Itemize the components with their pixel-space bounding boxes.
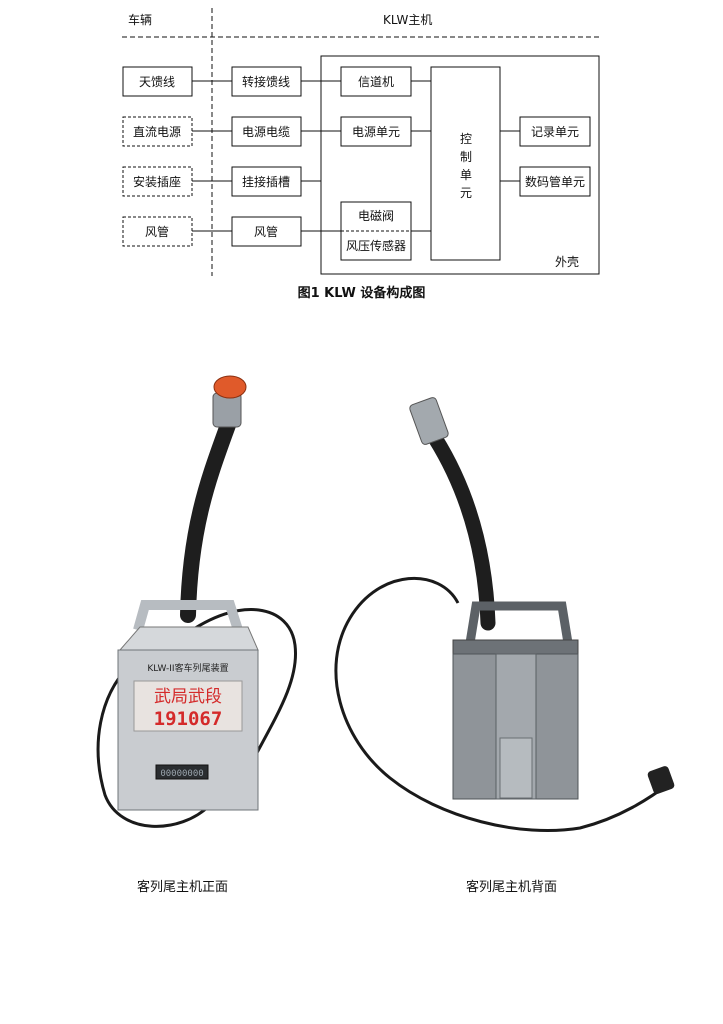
front-fitting-cap [213,375,247,399]
photo-host-back [334,397,675,832]
label-adapter-feeder: 转接馈线 [242,74,290,89]
label-control-4: 元 [460,186,472,200]
box-record-unit [519,116,591,147]
front-plate-title: KLW-II客车列尾装置 [147,662,228,674]
photo-host-front: KLW-II客车列尾装置 武局武段 191067 00000000 [96,375,298,828]
back-hose-fitting [409,397,449,445]
box-air-pipe-vehicle [122,216,193,247]
front-body-top [118,626,259,651]
label-control-3: 单 [460,168,472,182]
front-handle [133,600,243,632]
label-control-2: 制 [460,150,472,164]
label-power-cable: 电源电缆 [242,125,290,139]
box-power-unit [340,116,412,147]
back-slot-recess [499,737,533,799]
caption-host-back: 客列尾主机背面 [466,880,558,895]
box-mount-socket [122,166,193,197]
front-display-line2: 191067 [154,708,223,730]
header-klw-host: KLW主机 [383,13,432,27]
box-dc-power [122,116,193,147]
box-control-unit [430,66,501,261]
box-channel-radio [340,66,412,97]
front-display-line1: 武局武段 [154,687,222,707]
shell-label: 外壳 [555,255,579,269]
label-mount-socket: 安装插座 [133,174,181,189]
label-solenoid-valve: 电磁阀 [358,208,394,223]
label-digit-display-unit: 数码管单元 [525,174,585,189]
label-antenna-feeder: 天馈线 [139,75,175,89]
label-power-unit: 电源单元 [352,125,400,139]
back-power-plug [647,766,675,794]
back-air-hose [427,430,496,631]
label-control-1: 控 [460,132,472,146]
front-lcd-window [155,764,209,780]
back-body-top [452,639,579,655]
front-lcd-digits: 00000000 [160,769,203,779]
label-hook-slot: 挂接插槽 [242,174,290,189]
label-record-unit: 记录单元 [531,125,579,139]
back-power-cord [334,576,671,832]
klw-structure-diagram: 车辆 KLW主机 外壳 天馈线 直流电源 安装插座 风管 转接馈线 电源电缆 挂… [122,8,600,276]
label-pressure-sensor: 风压传感器 [346,238,406,253]
label-air-pipe-vehicle: 风管 [145,224,169,239]
shell-frame [320,55,600,275]
front-air-hose [180,417,236,623]
header-vehicle: 车辆 [128,12,152,27]
back-handle [465,601,573,644]
figure-caption: 图1 KLW 设备构成图 [297,286,426,301]
label-channel-radio: 信道机 [358,75,394,89]
label-dc-power: 直流电源 [133,125,181,139]
label-air-pipe-host: 风管 [254,224,278,239]
caption-host-front: 客列尾主机正面 [137,880,229,895]
box-digit-display-unit [519,166,591,197]
front-led-display [133,680,243,732]
